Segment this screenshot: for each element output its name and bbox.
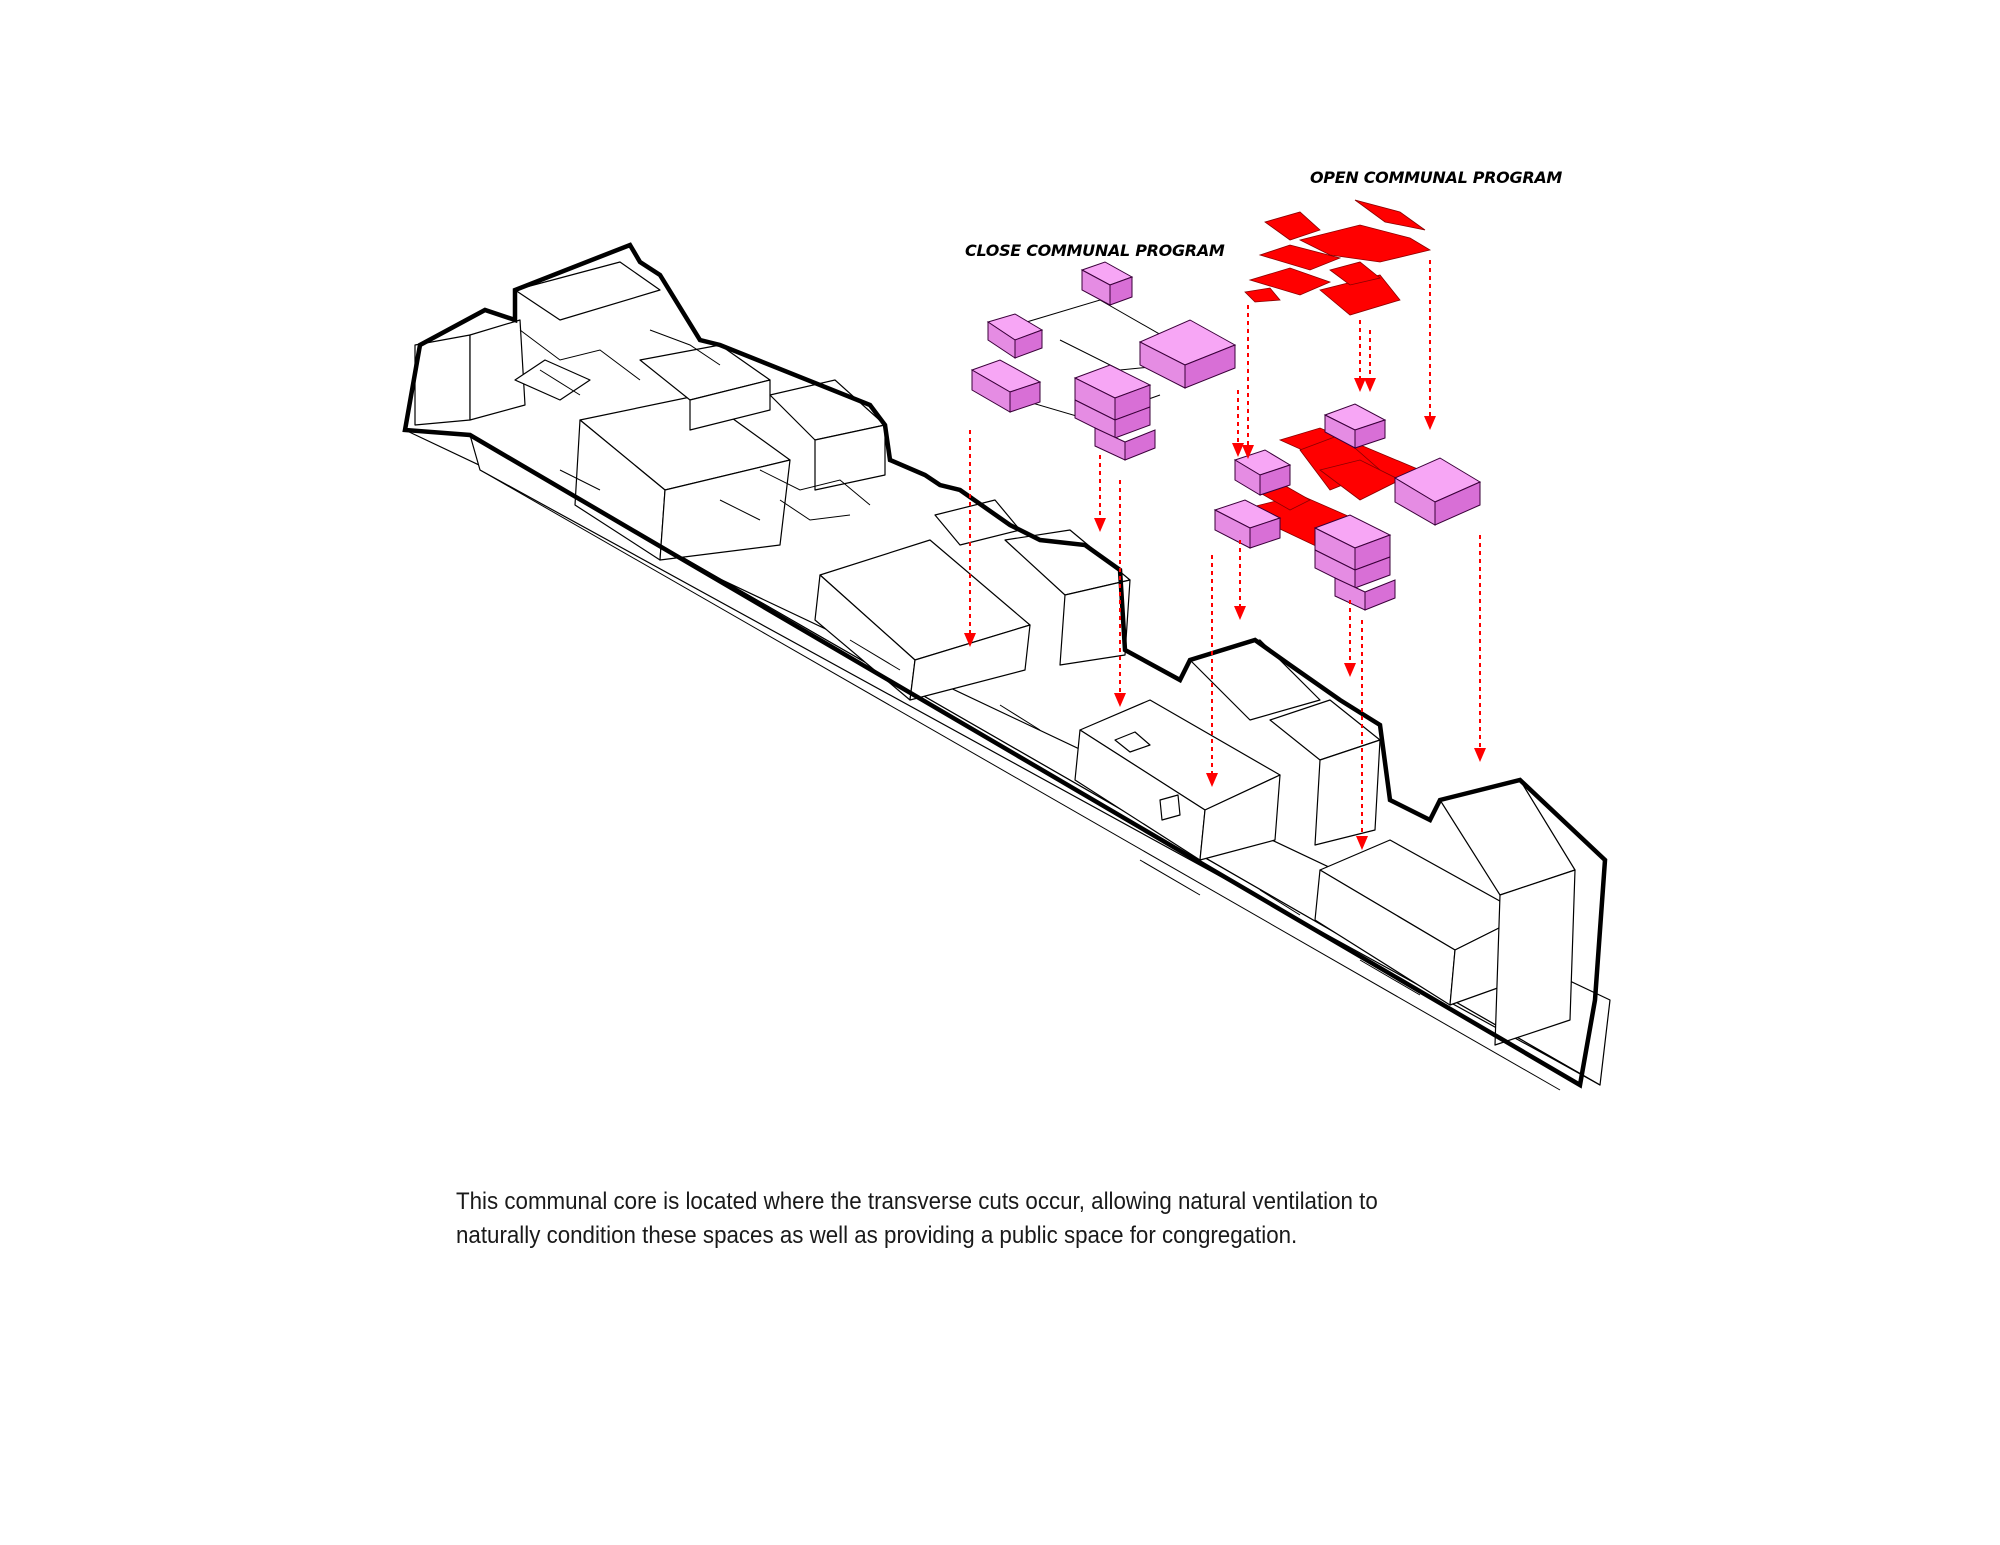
- building-mass: [404, 261, 1611, 1091]
- arrows-group: [964, 260, 1486, 850]
- down-arrow: [1232, 390, 1244, 457]
- down-arrow: [1114, 480, 1126, 707]
- down-arrow: [1424, 260, 1436, 430]
- open-communal-program-group: [1244, 199, 1432, 316]
- down-arrow: [1354, 320, 1366, 392]
- down-arrow: [964, 430, 976, 647]
- down-arrow: [1242, 305, 1254, 459]
- down-arrow: [1364, 330, 1376, 392]
- red-plane: [1264, 211, 1321, 241]
- caption-line-2: naturally condition these spaces as well…: [456, 1222, 1298, 1249]
- caption-line-1: This communal core is located where the …: [456, 1188, 1378, 1215]
- close-communal-program-label: CLOSE COMMUNAL PROGRAM: [965, 241, 1225, 260]
- close-communal-program-group: [970, 261, 1237, 461]
- open-communal-program-label: OPEN COMMUNAL PROGRAM: [1310, 168, 1562, 187]
- combined-program-group: [1213, 403, 1482, 611]
- caption: This communal core is located where the …: [456, 1185, 1460, 1253]
- down-arrow: [1356, 620, 1368, 850]
- down-arrow: [1094, 455, 1106, 532]
- down-arrow: [1206, 555, 1218, 787]
- down-arrow: [1474, 535, 1486, 762]
- building-outline: [402, 242, 1608, 1089]
- down-arrow: [1234, 540, 1246, 620]
- down-arrow: [1344, 600, 1356, 677]
